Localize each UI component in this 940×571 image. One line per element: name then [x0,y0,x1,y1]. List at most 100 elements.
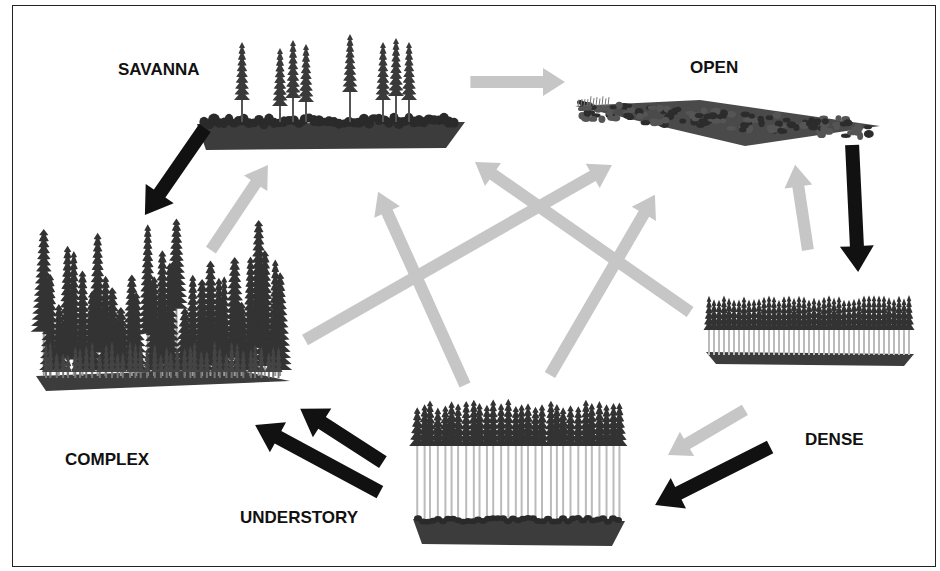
shrub [773,112,781,119]
tree-crown [108,341,116,372]
grass [587,99,588,106]
conifer-tree [298,44,314,122]
shrub [766,115,774,120]
conifer-tree [208,278,229,376]
conifer-tree [251,345,259,378]
tree-crown [88,342,96,372]
conifer-tree [88,342,96,378]
tree-crown [173,348,181,372]
state-label: OPEN [690,58,738,78]
tree-crown [82,346,90,372]
state-label: SAVANNA [118,60,200,80]
shrub [656,106,666,110]
conifer-tree [191,342,199,378]
conifer-tree [181,348,189,378]
state-label: COMPLEX [65,450,149,470]
shrub [616,102,623,109]
tree-crown [375,42,391,100]
tree-crown [143,349,151,372]
conifer-tree [81,291,103,376]
grass [584,99,585,106]
grass [599,98,600,106]
shrub [671,108,678,115]
tree-crown [251,345,259,372]
conifer-tree [137,343,145,378]
tree-crown [203,351,211,372]
shrub [727,126,736,131]
shrub [817,131,826,138]
shrub [698,118,707,124]
tree-crown [233,343,241,372]
grass [608,97,609,106]
grass [605,98,606,106]
conifer-tree [285,40,301,122]
tree-crown [151,344,159,372]
shrub [864,130,874,138]
shrub [793,125,799,131]
shrub [623,103,632,107]
shrub [864,125,872,129]
conifer-tree [157,354,165,378]
figure-frame [13,6,936,567]
tree-crown [257,346,265,372]
tree-crown [76,348,84,372]
shrub [708,112,718,119]
shrub [843,119,853,126]
conifer-tree [189,279,215,376]
forest-state-node: COMPLEX [35,215,290,385]
shrub [741,111,750,117]
grey-transition-arrow [470,68,565,96]
tree-crown [904,295,915,330]
conifer-tree [342,34,358,122]
conifer-tree [272,48,288,122]
conifer-tree [388,38,404,122]
conifer-tree [119,352,127,378]
grass [602,96,603,106]
shrub [589,116,598,122]
tree-crown [272,48,288,106]
black-transition-arrow [255,422,383,498]
tree-crown [298,44,314,102]
shrub [695,113,704,118]
tree-crown [102,344,110,372]
forest-state-node: OPEN [570,88,880,148]
conifer-tree [151,344,159,378]
forest-state-node: DENSE [705,293,915,363]
conifer-tree [167,351,175,378]
conifer-tree [102,344,110,378]
grey-transition-arrow [668,405,748,456]
state-label: UNDERSTORY [240,508,358,528]
shrub [648,105,657,110]
shrub [822,118,829,124]
shrub [640,120,649,125]
tree-crown [53,353,61,372]
tree-crown [342,34,358,92]
conifer-tree [268,272,292,376]
conifer-tree [82,346,90,378]
shrub [607,116,617,121]
shrub [777,128,783,134]
conifer-tree [64,354,72,378]
grey-transition-arrow [206,165,268,253]
shrub [614,517,622,523]
shrub [768,128,776,134]
tree-layer [31,34,915,525]
conifer-tree [76,348,84,378]
black-transition-arrow [655,441,773,509]
conifer-tree [904,295,915,355]
shrub [623,113,633,119]
grass [581,99,582,106]
tree-crown [268,272,292,370]
grey-transition-arrow [545,195,656,378]
shrub [720,118,726,123]
conifer-tree [125,292,149,376]
conifer-tree [234,42,250,122]
conifer-tree [108,341,116,378]
shrub [636,113,644,120]
shrub [739,127,747,132]
conifer-tree [108,307,135,376]
tree-crown [211,341,219,372]
tree-crown [197,351,205,372]
conifer-tree [611,403,627,521]
